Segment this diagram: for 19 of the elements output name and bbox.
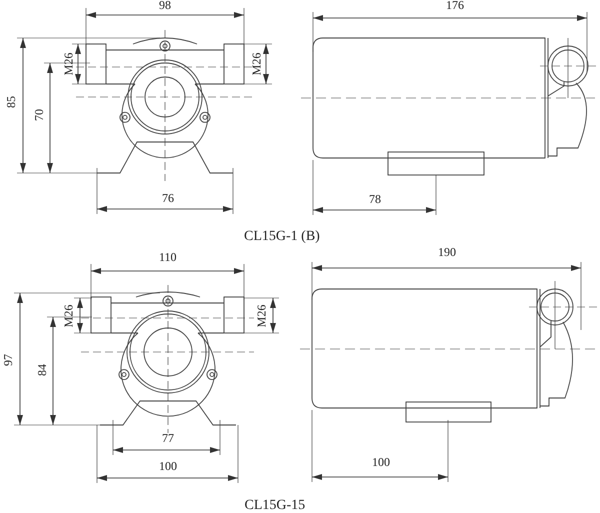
dimension-label: M26 [250, 52, 262, 76]
dimension-label: 98 [159, 0, 171, 11]
dimension-label: 176 [446, 0, 464, 11]
dimension-label: 85 [5, 96, 17, 108]
dimension-label: M26 [62, 304, 74, 328]
dimension-label: 70 [33, 109, 45, 121]
dimension-label: 84 [36, 364, 48, 376]
dimension-label: M26 [254, 304, 267, 328]
dimension-label: 100 [159, 460, 177, 472]
dimension-label: 190 [438, 246, 456, 258]
dimension-label: 97 [2, 354, 14, 366]
dimension-label: M26 [62, 52, 74, 76]
dimension-label: 100 [372, 456, 390, 468]
dimension-label: 78 [369, 193, 381, 205]
dimension-label: 76 [162, 192, 174, 204]
dimension-label: 77 [162, 432, 174, 444]
model-caption: CL15G-1 (B) [244, 230, 320, 244]
dimension-label: 110 [159, 251, 177, 263]
model-caption: CL15G-15 [244, 499, 306, 513]
